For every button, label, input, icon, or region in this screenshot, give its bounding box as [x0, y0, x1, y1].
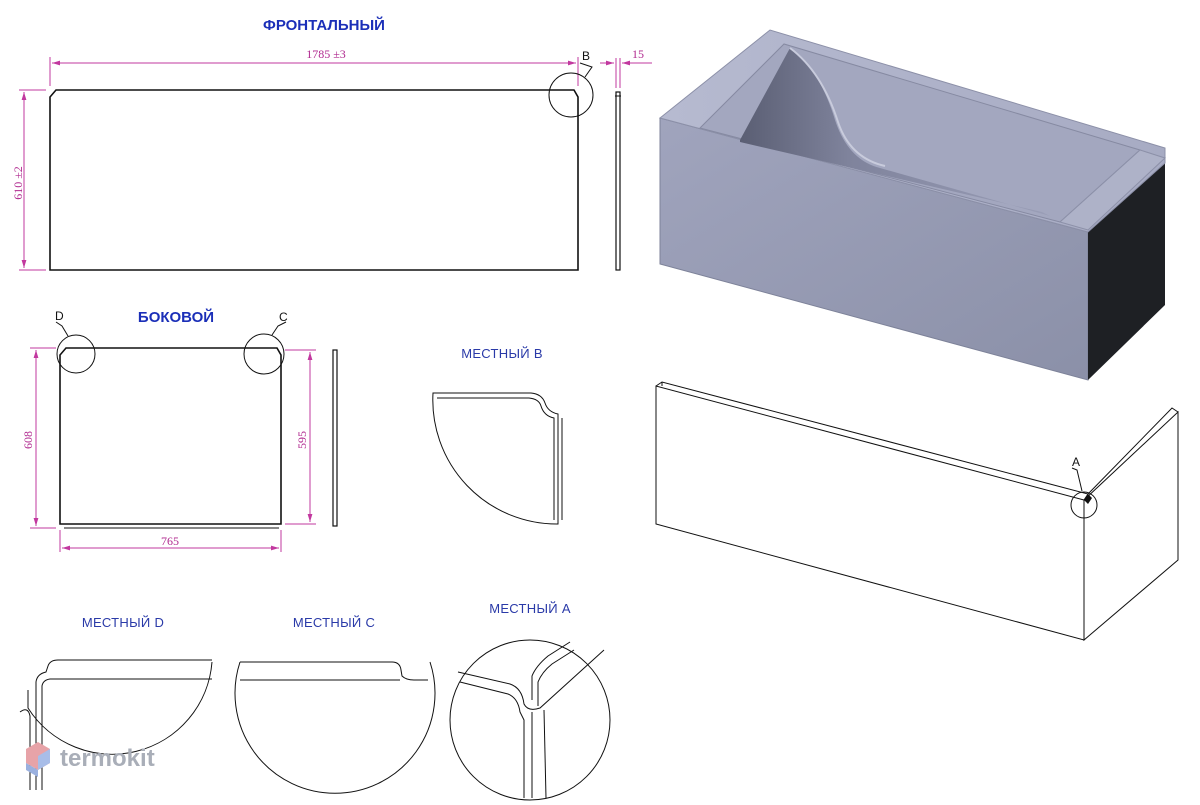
detail-a-leader [1071, 467, 1083, 492]
front-width-dim: 1785 ±3 [306, 47, 346, 61]
detail-a-lip-upper [531, 641, 571, 700]
panel-3d-front-face [655, 385, 1085, 641]
tub-basin-highlight [789, 47, 886, 167]
front-panel-outline [49, 89, 579, 271]
detail-a-circle [449, 639, 611, 801]
detail-a-edge-right [543, 709, 547, 799]
watermark-logo: termokit [26, 742, 155, 777]
detail-d-profile-inner [41, 678, 212, 790]
detail-a-corner-inner [459, 681, 525, 798]
detail-a-corner-outer [457, 649, 605, 710]
detail-circle-b [548, 72, 594, 118]
tub-end-face [1088, 163, 1165, 380]
panel-3d-corner [1084, 494, 1092, 504]
callout-d: D [55, 309, 64, 323]
side-width-dim: 765 [161, 534, 179, 548]
detail-c-arc [234, 661, 436, 794]
side-height-right-dim: 595 [295, 431, 309, 449]
side-height-left-dim: 608 [21, 431, 35, 449]
tub-end-deck [1058, 149, 1166, 231]
detail-c-title: МЕСТНЫЙ C [293, 615, 375, 630]
detail-a-title: МЕСТНЫЙ A [489, 601, 571, 616]
side-panel-outline [59, 347, 282, 525]
detail-b-inner-line [437, 397, 555, 520]
callout-a: A [1072, 455, 1080, 469]
side-panel-edge-view [332, 349, 338, 527]
detail-b-title: МЕСТНЫЙ B [461, 346, 543, 361]
detail-c-leader [271, 321, 287, 336]
front-panel-edge-view [615, 91, 621, 271]
panels-3d-model: A [655, 381, 1179, 642]
front-thickness-dim: 15 [632, 47, 644, 61]
detail-circle-d [56, 334, 96, 374]
detail-c-profile-outer [240, 661, 428, 681]
panel-3d-side-top [1087, 407, 1179, 495]
callout-b: B [582, 49, 590, 63]
tub-basin-slope [740, 48, 1050, 216]
bathtub-3d-model [658, 29, 1166, 381]
watermark-text: termokit [60, 745, 155, 772]
detail-b-shape [432, 392, 559, 525]
detail-circle-a [1070, 491, 1098, 519]
detail-d-lip [19, 709, 31, 790]
front-height-dim: 610 ±2 [11, 166, 25, 200]
callout-c: C [279, 310, 288, 324]
side-view-title: БОКОВОЙ [138, 308, 214, 326]
detail-circle-c [243, 333, 285, 375]
detail-d-arc [27, 661, 213, 755]
panel-3d-side-face [1083, 410, 1179, 642]
front-view-title: ФРОНТАЛЬНЫЙ [263, 16, 385, 34]
detail-d-title: МЕСТНЫЙ D [82, 615, 164, 630]
detail-d-profile-outer [35, 659, 212, 790]
detail-d-leader [55, 321, 69, 337]
panel-3d-front-top [655, 381, 1089, 501]
detail-b-leader [579, 62, 593, 78]
detail-a-lip-inner [537, 649, 575, 706]
